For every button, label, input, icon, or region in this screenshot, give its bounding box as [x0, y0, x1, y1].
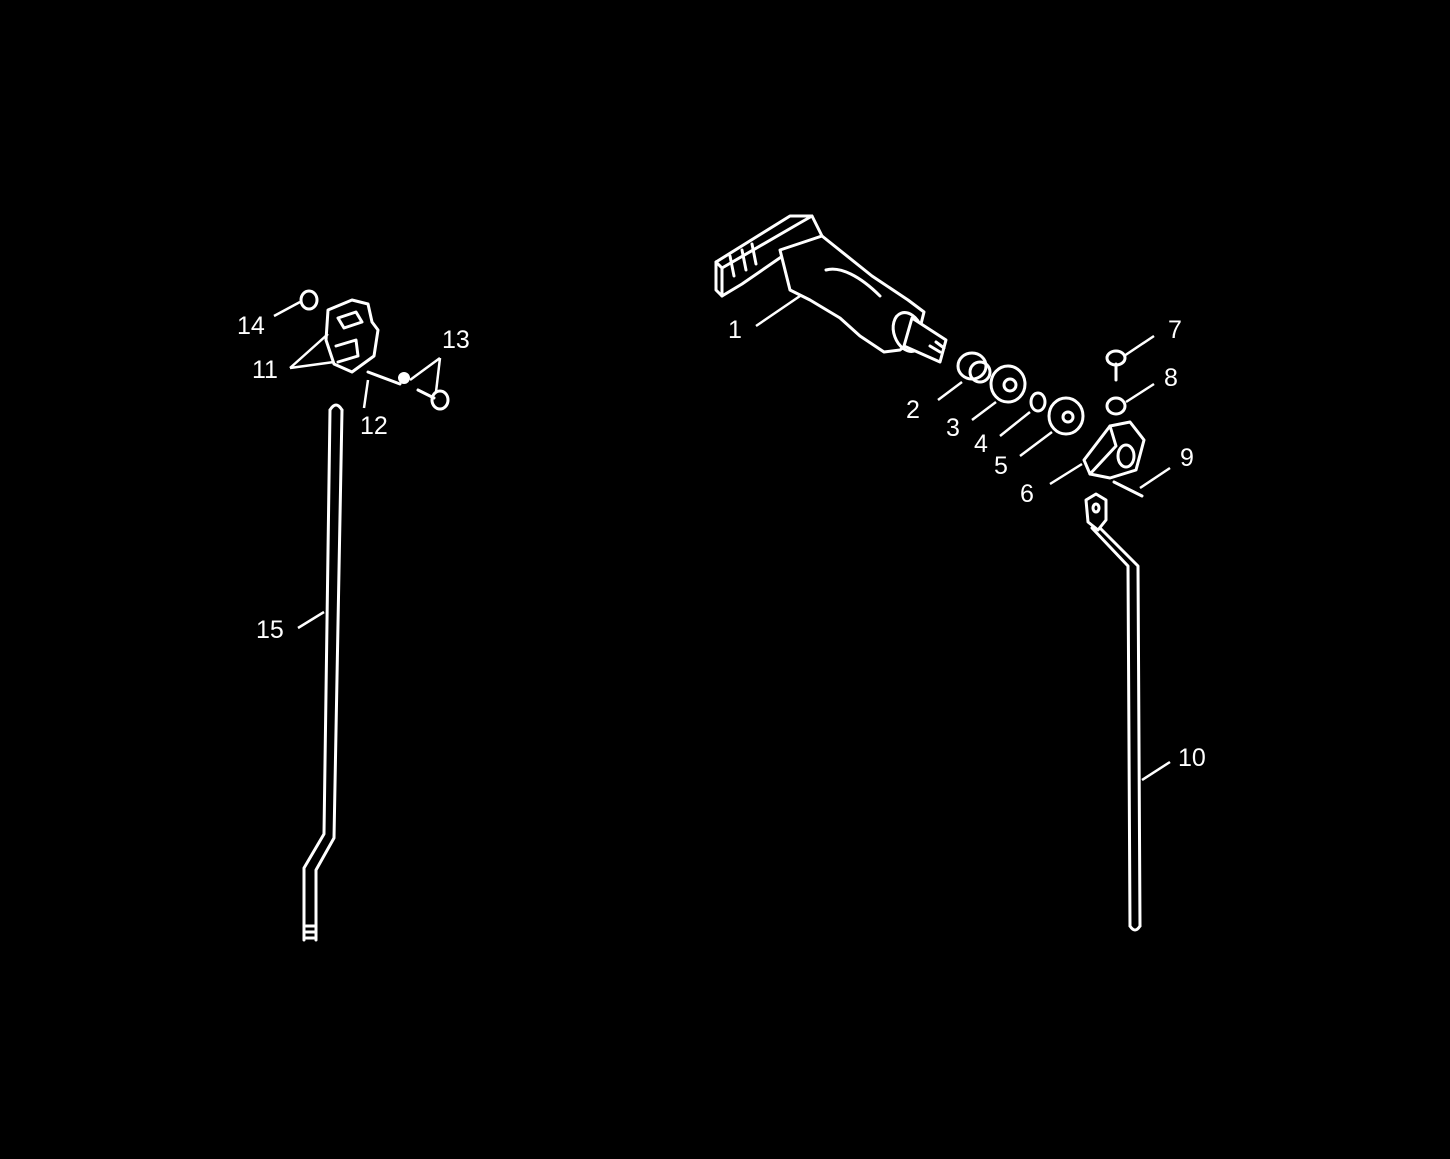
- leader-9: [1139, 466, 1171, 490]
- leader-10: [1141, 760, 1171, 782]
- leader-1: [755, 294, 801, 328]
- part-6-clamp-block: [1082, 420, 1146, 480]
- leader-11a: [289, 333, 329, 369]
- callout-2: 2: [906, 396, 920, 424]
- part-7-screw: [1105, 349, 1127, 382]
- leader-12: [362, 379, 370, 409]
- callout-labels: 1 2 3 4 5 6 7 8 9 10 11 12 13 14 15: [237, 312, 1206, 772]
- callout-10: 10: [1178, 744, 1206, 772]
- callout-5: 5: [994, 452, 1008, 480]
- callout-1: 1: [728, 316, 742, 344]
- leader-2: [937, 381, 963, 401]
- leader-8: [1125, 382, 1155, 404]
- callout-8: 8: [1164, 364, 1178, 392]
- callout-11: 11: [252, 356, 278, 384]
- leader-3: [971, 401, 997, 421]
- callout-6: 6: [1020, 480, 1034, 508]
- part-14-nut: [299, 289, 319, 311]
- part-10-shift-rod: [1084, 492, 1142, 932]
- leader-11b: [289, 360, 335, 370]
- leader-lines: [273, 294, 1171, 782]
- callout-13: 13: [442, 326, 470, 354]
- callout-3: 3: [946, 414, 960, 442]
- part-3-washer: [989, 364, 1027, 404]
- leader-4: [999, 411, 1031, 437]
- callout-15: 15: [256, 616, 284, 644]
- part-9-pin: [1112, 480, 1144, 498]
- part-13-fasteners: [398, 372, 450, 411]
- leader-6: [1049, 462, 1083, 486]
- part-12-pin: [366, 370, 402, 386]
- part-11-bracket: [324, 298, 380, 374]
- leader-14: [273, 300, 301, 318]
- part-2-bushing: [956, 351, 992, 384]
- callout-9: 9: [1180, 444, 1194, 472]
- callout-4: 4: [974, 430, 988, 458]
- leader-13b: [434, 357, 442, 393]
- leader-15: [297, 610, 325, 630]
- leader-13a: [409, 356, 441, 382]
- part-1-shift-lever: [714, 214, 948, 364]
- part-15-shift-rod: [302, 403, 344, 942]
- part-5-washer: [1047, 396, 1085, 436]
- part-8-nut: [1105, 396, 1127, 416]
- part-4-ring: [1029, 391, 1047, 413]
- callout-7: 7: [1168, 316, 1182, 344]
- callout-12: 12: [360, 412, 388, 440]
- leader-5: [1019, 431, 1053, 457]
- leader-7: [1123, 334, 1155, 358]
- callout-14: 14: [237, 312, 265, 340]
